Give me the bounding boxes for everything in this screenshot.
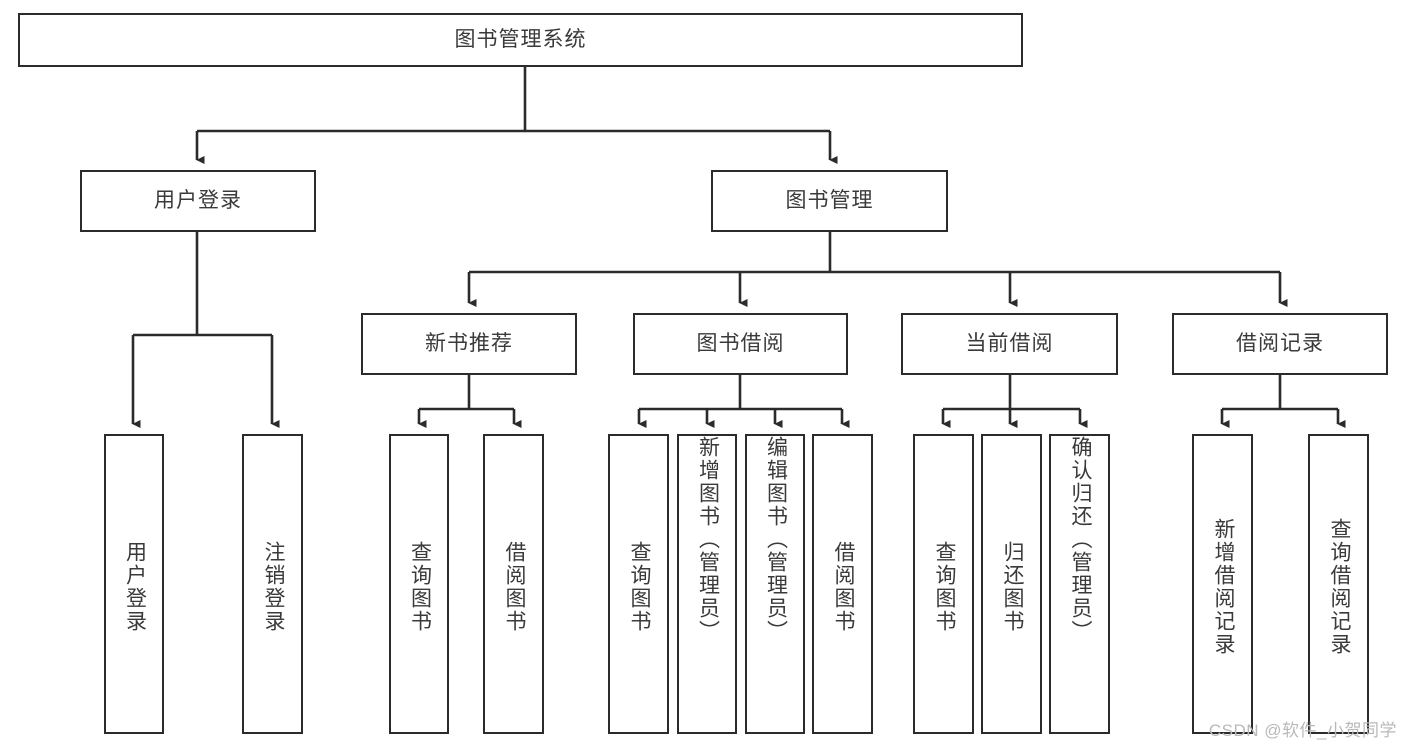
leaf-add-book-admin[interactable]: 新增图书（管理员） xyxy=(677,434,737,734)
node-current-borrow[interactable]: 当前借阅 xyxy=(901,313,1118,375)
node-new-book-recommend[interactable]: 新书推荐 xyxy=(361,313,577,375)
leaf-query-book-recommend-label: 查询图书 xyxy=(408,541,432,633)
node-book-borrow-label: 图书借阅 xyxy=(696,331,785,355)
leaf-query-book-current[interactable]: 查询图书 xyxy=(913,434,974,734)
leaf-borrow-book-recommend[interactable]: 借阅图书 xyxy=(483,434,544,734)
leaf-add-borrow-record[interactable]: 新增借阅记录 xyxy=(1192,434,1253,734)
leaf-add-borrow-record-label: 新增借阅记录 xyxy=(1211,518,1235,656)
node-user-login[interactable]: 用户登录 xyxy=(80,170,316,232)
watermark: CSDN @软件_小贺同学 xyxy=(1208,721,1397,740)
leaf-user-login[interactable]: 用户登录 xyxy=(104,434,164,734)
leaf-query-book[interactable]: 查询图书 xyxy=(608,434,669,734)
leaf-query-book-label: 查询图书 xyxy=(627,541,651,633)
node-root-label: 图书管理系统 xyxy=(454,27,587,51)
node-book-borrow[interactable]: 图书借阅 xyxy=(633,313,848,375)
leaf-borrow-book-label: 借阅图书 xyxy=(831,541,855,633)
node-book-management[interactable]: 图书管理 xyxy=(711,170,948,232)
node-user-login-label: 用户登录 xyxy=(154,188,242,212)
leaf-edit-book-admin[interactable]: 编辑图书（管理员） xyxy=(745,434,805,734)
leaf-query-borrow-record-label: 查询借阅记录 xyxy=(1327,518,1351,656)
node-borrow-record-label: 借阅记录 xyxy=(1236,331,1324,355)
leaf-logout-label: 注销登录 xyxy=(261,541,285,633)
leaf-borrow-book-recommend-label: 借阅图书 xyxy=(502,541,526,633)
node-book-management-label: 图书管理 xyxy=(785,188,874,212)
leaf-confirm-return-admin[interactable]: 确认归还（管理员） xyxy=(1049,434,1110,734)
leaf-query-book-current-label: 查询图书 xyxy=(932,541,956,633)
leaf-query-book-recommend[interactable]: 查询图书 xyxy=(389,434,449,734)
leaf-edit-book-admin-label: 编辑图书（管理员） xyxy=(764,436,788,643)
leaf-query-borrow-record[interactable]: 查询借阅记录 xyxy=(1308,434,1369,734)
node-root[interactable]: 图书管理系统 xyxy=(18,13,1023,67)
leaf-add-book-admin-label: 新增图书（管理员） xyxy=(696,436,720,643)
leaf-return-book[interactable]: 归还图书 xyxy=(981,434,1042,734)
leaf-confirm-return-admin-label: 确认归还（管理员） xyxy=(1068,436,1092,643)
node-borrow-record[interactable]: 借阅记录 xyxy=(1172,313,1388,375)
node-new-book-recommend-label: 新书推荐 xyxy=(425,331,513,355)
leaf-return-book-label: 归还图书 xyxy=(1000,541,1024,633)
node-current-borrow-label: 当前借阅 xyxy=(965,331,1054,355)
leaf-borrow-book[interactable]: 借阅图书 xyxy=(812,434,873,734)
leaf-user-login-label: 用户登录 xyxy=(123,541,147,633)
leaf-logout[interactable]: 注销登录 xyxy=(242,434,303,734)
